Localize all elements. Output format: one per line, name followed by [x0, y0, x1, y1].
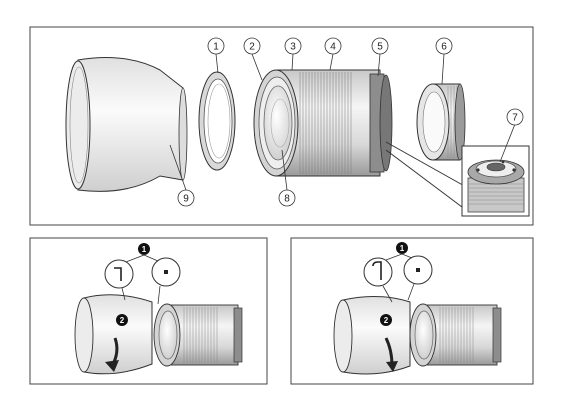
filter-ring [199, 72, 235, 170]
callout-9: 9 [178, 190, 194, 206]
callout-8: 8 [279, 190, 295, 206]
callout-4: 4 [325, 38, 341, 54]
callout-2-label: 2 [249, 42, 255, 53]
step-2-badge-right: 2 [380, 314, 392, 326]
rear-cap [417, 84, 465, 160]
callout-2: 2 [244, 38, 260, 54]
dot-mark-icon [416, 268, 420, 272]
callout-3: 3 [285, 38, 301, 54]
hood-attach-right [334, 296, 410, 374]
lens-attach-left [154, 304, 242, 366]
callout-6: 6 [436, 38, 452, 54]
step-1-badge-right: 1 [396, 242, 408, 254]
callout-1: 1 [208, 38, 224, 54]
step-2-badge-left: 2 [116, 314, 128, 326]
callout-7: 7 [507, 109, 523, 125]
callout-6-label: 6 [441, 42, 447, 53]
step-1-label-left: 1 [142, 245, 147, 254]
callout-5-label: 5 [377, 42, 383, 53]
callout-3-label: 3 [290, 42, 296, 53]
step-1-label-right: 1 [400, 244, 405, 253]
step-2-label-left: 2 [120, 316, 125, 325]
callout-4-label: 4 [330, 42, 336, 53]
lens-barrel [254, 70, 392, 176]
callout-8-label: 8 [284, 194, 290, 205]
step-1-badge-left: 1 [138, 243, 150, 255]
callout-9-label: 9 [183, 194, 189, 205]
callout-5: 5 [372, 38, 388, 54]
step-2-label-right: 2 [384, 316, 389, 325]
lens-hood [66, 58, 187, 192]
lens-attach-right [410, 304, 501, 366]
callout-1-label: 1 [213, 42, 219, 53]
callout-7-label: 7 [512, 113, 518, 124]
dot-mark-icon [164, 270, 168, 274]
